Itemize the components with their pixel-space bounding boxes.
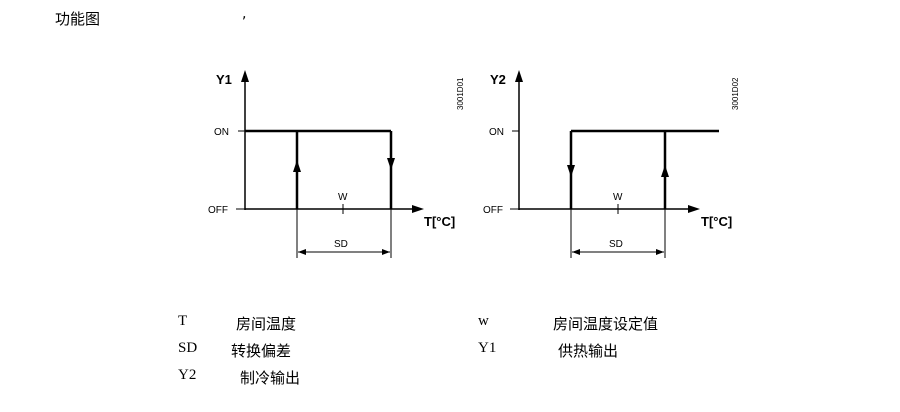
- off-label: OFF: [483, 205, 503, 216]
- up-arrow: [293, 160, 301, 172]
- sd-label: SD: [609, 239, 623, 250]
- w-label: W: [613, 192, 623, 203]
- off-label: OFF: [208, 205, 228, 216]
- up-arrow: [661, 165, 669, 177]
- x-axis-label: T[°C]: [424, 214, 455, 229]
- sd-arrow-left: [572, 249, 580, 255]
- x-axis-arrowhead: [412, 205, 424, 213]
- legend-w-symbol: w: [478, 313, 489, 329]
- diagram-cooling: Y2 T[°C] ON OFF W SD 3001D02: [483, 70, 740, 258]
- x-axis-label: T[°C]: [701, 214, 732, 229]
- sd-arrow-right: [382, 249, 390, 255]
- y-axis-arrowhead: [515, 70, 523, 82]
- legend-sd-desc: 转换偏差: [231, 344, 292, 360]
- legend-y2-desc: 制冷输出: [240, 371, 301, 387]
- legend-t-desc: 房间温度: [236, 317, 297, 333]
- legend-w-desc: 房间温度设定值: [553, 317, 659, 333]
- down-arrow: [387, 158, 395, 170]
- y-axis-label: Y1: [216, 72, 232, 87]
- x-axis-arrowhead: [688, 205, 700, 213]
- sd-arrow-right: [656, 249, 664, 255]
- sd-arrow-left: [298, 249, 306, 255]
- legend-y2-symbol: Y2: [178, 367, 197, 383]
- legend-y1-desc: 供热输出: [558, 344, 619, 360]
- function-diagrams: Y1 T[°C] ON OFF W SD 3001D01 Y2: [208, 70, 740, 258]
- legend-y1-symbol: Y1: [478, 340, 497, 356]
- diagram-code: 3001D01: [456, 77, 465, 110]
- diagram-code: 3001D02: [731, 77, 740, 110]
- heading-mark: ,: [242, 6, 247, 22]
- on-label: ON: [489, 127, 504, 138]
- legend-t-symbol: T: [178, 313, 188, 329]
- figure-heading: 功能图: [55, 10, 101, 28]
- y-axis-label: Y2: [490, 72, 506, 87]
- legend-sd-symbol: SD: [178, 340, 198, 356]
- down-arrow: [567, 165, 575, 177]
- sd-label: SD: [334, 239, 348, 250]
- diagram-heating: Y1 T[°C] ON OFF W SD 3001D01: [208, 70, 465, 258]
- w-label: W: [338, 192, 348, 203]
- on-label: ON: [214, 127, 229, 138]
- y-axis-arrowhead: [241, 70, 249, 82]
